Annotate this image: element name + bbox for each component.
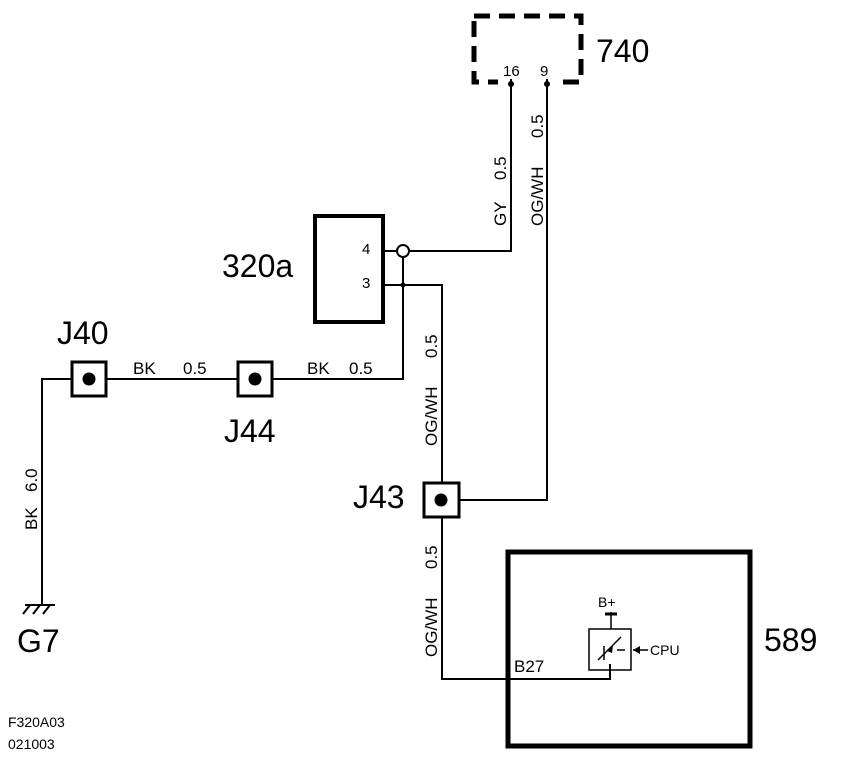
junction-j43-dot bbox=[434, 493, 448, 507]
wire-label-bk-j44-size: 0.5 bbox=[349, 359, 373, 378]
component-320a-box bbox=[313, 214, 385, 324]
ground-g7-label: G7 bbox=[17, 623, 60, 659]
cpu-label: CPU bbox=[650, 642, 680, 658]
footer-date: 021003 bbox=[8, 736, 55, 752]
component-320a: 4 3 320a bbox=[222, 214, 385, 324]
wire-bk-320a-to-j44 bbox=[273, 257, 404, 380]
junction-j44: J44 bbox=[224, 360, 276, 449]
wire-label-gy-size: 0.5 bbox=[491, 156, 510, 180]
wire-label-gy: GY 0.5 bbox=[491, 156, 510, 226]
pin-b27-label: B27 bbox=[514, 657, 544, 676]
component-320a-pin-4: 4 bbox=[362, 241, 370, 258]
component-589-box bbox=[505, 549, 753, 749]
wire-label-ogwh-740-size: 0.5 bbox=[528, 114, 547, 138]
junction-j43: J43 bbox=[353, 479, 461, 519]
ground-symbol-hatch-1 bbox=[22, 604, 31, 615]
junction-j44-box bbox=[236, 360, 274, 398]
wire-label-bk-g7-color: BK bbox=[22, 507, 41, 530]
wire-gy-740-to-320a bbox=[383, 88, 512, 252]
wire-label-bk-j40: BK 0.5 bbox=[133, 359, 207, 378]
wire-label-ogwh-589-size: 0.5 bbox=[422, 545, 441, 569]
wire-label-bk-j44: BK 0.5 bbox=[307, 359, 373, 378]
junction-j40-label: J40 bbox=[57, 315, 109, 351]
wire-label-ogwh-740-color: OG/WH bbox=[528, 167, 547, 227]
supply-label: B+ bbox=[598, 594, 616, 610]
wire-ogwh-320a-to-j43 bbox=[383, 284, 443, 484]
wire-bk-j40-to-g7 bbox=[41, 378, 72, 605]
wire-ogwh-740-to-j43 bbox=[460, 88, 548, 501]
wire-label-gy-color: GY bbox=[491, 201, 510, 226]
transistor-arrow bbox=[607, 645, 613, 653]
junction-j44-label: J44 bbox=[224, 413, 276, 449]
wire-label-ogwh-320a: OG/WH 0.5 bbox=[422, 334, 441, 446]
wire-label-ogwh-589: OG/WH 0.5 bbox=[422, 545, 441, 657]
junction-j43-label: J43 bbox=[353, 479, 405, 515]
component-320a-pin-3: 3 bbox=[362, 275, 370, 292]
wire-ogwh-j43-to-589 bbox=[441, 517, 611, 680]
junction-j44-dot bbox=[248, 372, 262, 386]
cpu-driver-box bbox=[588, 628, 632, 671]
wire-label-ogwh-320a-color: OG/WH bbox=[422, 387, 441, 447]
ground-g7: G7 bbox=[17, 604, 60, 659]
pin-740-16-dot bbox=[508, 81, 514, 87]
pin-740-9-dot bbox=[544, 81, 550, 87]
wire-label-bk-j44-color: BK bbox=[307, 359, 330, 378]
ground-symbol-hatch-2 bbox=[32, 604, 41, 615]
component-740-box bbox=[471, 13, 584, 85]
wire-label-bk-j40-color: BK bbox=[133, 359, 156, 378]
junction-j43-box bbox=[422, 481, 461, 519]
component-589: 589 B+ CPU B27 bbox=[505, 549, 817, 749]
junction-j40: J40 bbox=[57, 315, 109, 398]
component-740-pin-16: 16 bbox=[503, 63, 520, 80]
ground-symbol-hatch-3 bbox=[42, 604, 51, 615]
wire-label-bk-g7: BK 6.0 bbox=[22, 468, 41, 530]
wire-label-ogwh-740: OG/WH 0.5 bbox=[528, 114, 547, 226]
component-320a-label: 320a bbox=[222, 248, 293, 284]
component-589-label: 589 bbox=[764, 622, 817, 658]
component-740: 16 9 740 bbox=[471, 13, 649, 88]
component-740-label: 740 bbox=[596, 33, 649, 69]
cpu-arrow-head bbox=[633, 646, 640, 654]
wire-label-bk-j40-size: 0.5 bbox=[183, 359, 207, 378]
wire-label-ogwh-320a-size: 0.5 bbox=[422, 334, 441, 358]
wire-label-bk-g7-size: 6.0 bbox=[22, 468, 41, 492]
wire-label-ogwh-589-color: OG/WH bbox=[422, 598, 441, 658]
footer-code: F320A03 bbox=[8, 714, 65, 730]
component-740-pin-9: 9 bbox=[540, 63, 548, 80]
wire-crossover-circle bbox=[396, 244, 410, 258]
junction-j40-dot bbox=[82, 372, 96, 386]
